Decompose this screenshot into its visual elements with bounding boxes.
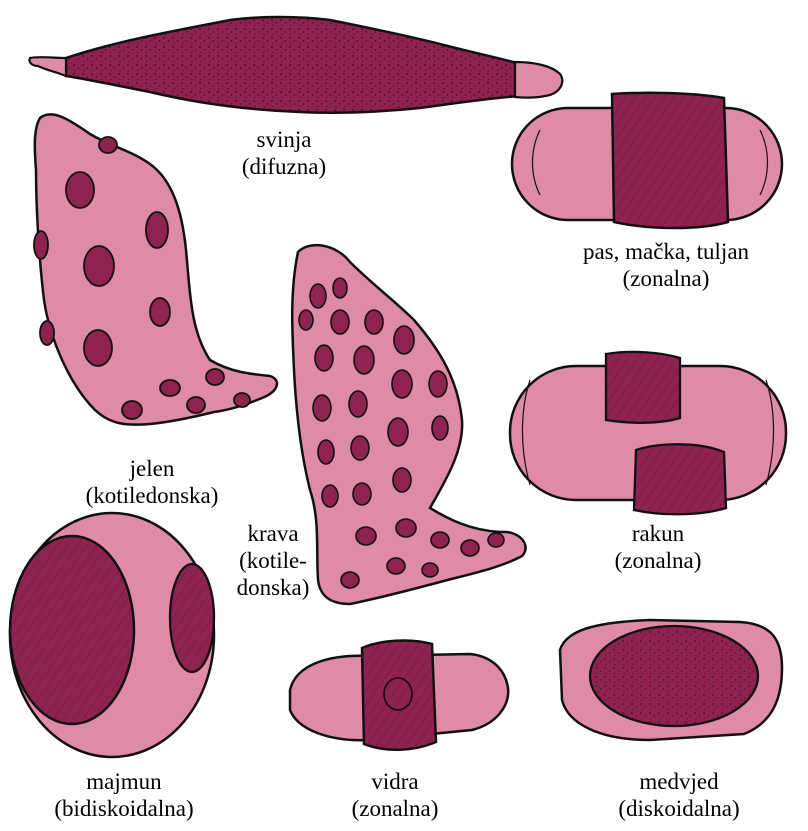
placenta-type: (bidiskoidalna) (26, 795, 222, 822)
caption-vidra: vidra (zonalna) (332, 768, 458, 822)
pig-placenta-icon (29, 17, 562, 113)
specimen-name: pas, mačka, tuljan (546, 238, 786, 265)
caption-pas: pas, mačka, tuljan (zonalna) (546, 238, 786, 292)
caption-krava: krava (kotile- donska) (218, 520, 328, 601)
placenta-type: (difuzna) (224, 153, 344, 180)
placenta-type: (zonalna) (588, 547, 728, 574)
placenta-type: (zonalna) (332, 795, 458, 822)
placenta-type: (kotiledonska) (52, 482, 252, 509)
placenta-type: (zonalna) (546, 265, 786, 292)
specimen-name: rakun (588, 520, 728, 547)
caption-svinja: svinja (difuzna) (224, 126, 344, 180)
specimen-name: svinja (224, 126, 344, 153)
specimen-name: krava (218, 520, 328, 547)
caption-rakun: rakun (zonalna) (588, 520, 728, 574)
placenta-type: (diskoidalna) (604, 795, 754, 822)
dog-placenta-icon (512, 93, 782, 228)
monkey-placenta-icon (10, 513, 214, 757)
placenta-type-line2: donska) (218, 574, 328, 601)
raccoon-placenta-icon (510, 352, 786, 514)
caption-jelen: jelen (kotiledonska) (52, 455, 252, 509)
specimen-name: medvjed (604, 768, 754, 795)
specimen-name: vidra (332, 768, 458, 795)
caption-majmun: majmun (bidiskoidalna) (26, 768, 222, 822)
otter-placenta-icon (290, 641, 508, 750)
placenta-type-line1: (kotile- (218, 547, 328, 574)
bear-placenta-icon (560, 620, 782, 740)
specimen-name: majmun (26, 768, 222, 795)
specimen-name: jelen (52, 455, 252, 482)
caption-medvjed: medvjed (diskoidalna) (604, 768, 754, 822)
